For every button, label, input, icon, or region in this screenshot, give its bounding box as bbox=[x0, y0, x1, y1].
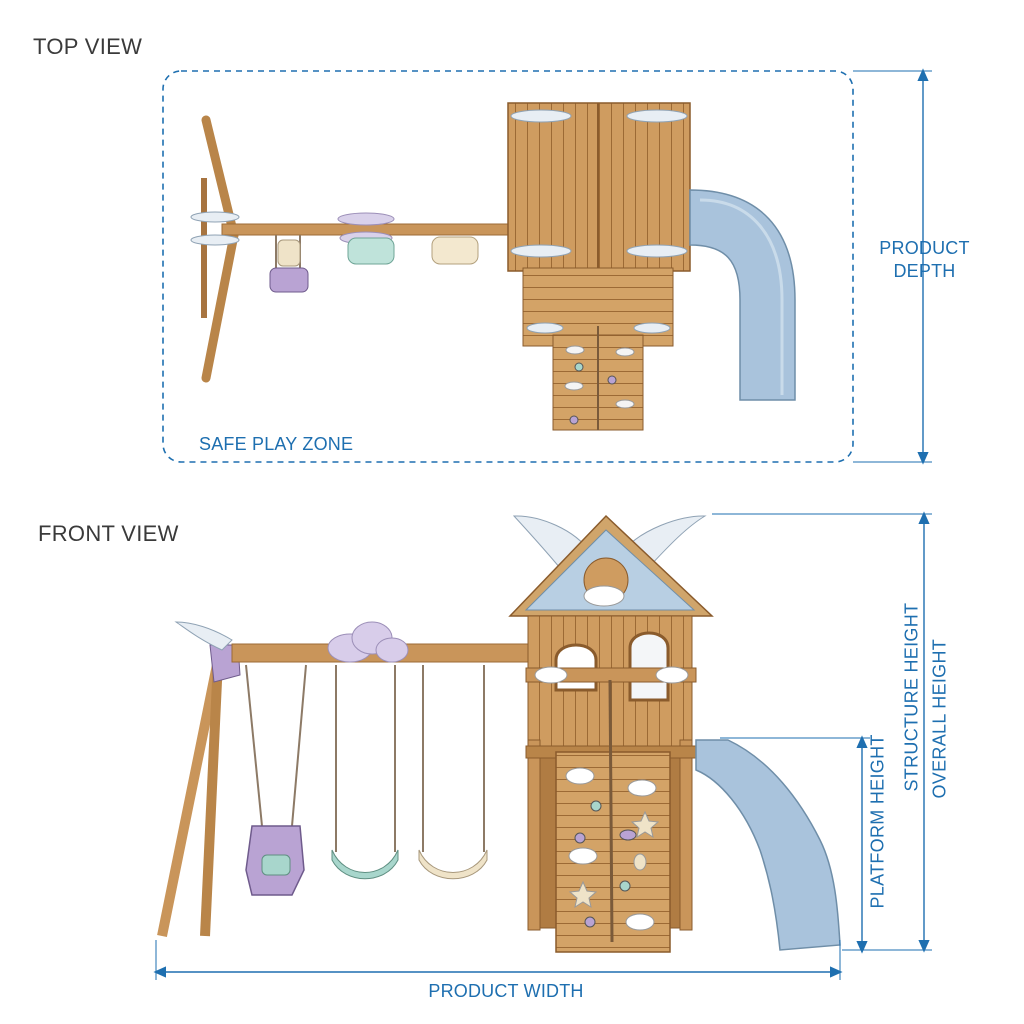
front-view-title: FRONT VIEW bbox=[38, 521, 179, 546]
front-belt-swing-cream bbox=[418, 665, 488, 880]
top-belt-swing-cream bbox=[431, 236, 479, 265]
front-beam-cloud bbox=[327, 621, 409, 663]
product-depth-dimension bbox=[853, 68, 932, 465]
product-width-label: PRODUCT WIDTH bbox=[428, 981, 584, 1001]
top-view-title: TOP VIEW bbox=[33, 34, 143, 59]
top-clubhouse-roof bbox=[507, 102, 691, 272]
top-belt-swing-mint bbox=[347, 237, 395, 265]
top-aframe bbox=[201, 115, 239, 383]
front-view-drawing bbox=[157, 514, 841, 953]
front-climbing-wall bbox=[555, 679, 671, 953]
overall-height-label: OVERALL HEIGHT bbox=[929, 638, 950, 799]
safe-play-zone-boundary bbox=[162, 70, 854, 463]
platform-height-dimension bbox=[720, 735, 870, 954]
front-belt-swing-mint bbox=[331, 665, 399, 880]
top-toddler-swing bbox=[269, 235, 309, 293]
platform-height-label: PLATFORM HEIGHT bbox=[867, 734, 888, 909]
product-width-dimension bbox=[153, 940, 843, 980]
top-climbing-wall bbox=[552, 326, 644, 431]
top-view-drawing bbox=[162, 70, 854, 463]
top-slide bbox=[689, 189, 796, 401]
front-slide bbox=[695, 739, 841, 951]
front-aframe-wing bbox=[174, 621, 233, 651]
product-depth-label-line2: DEPTH bbox=[893, 261, 956, 281]
product-depth-label-line1: PRODUCT bbox=[879, 238, 970, 258]
front-aframe bbox=[157, 644, 241, 937]
product-depth-label: PRODUCT DEPTH bbox=[862, 237, 987, 283]
front-toddler-swing bbox=[245, 664, 307, 896]
structure-height-label: STRUCTURE HEIGHT bbox=[901, 602, 922, 792]
overall-height-dimension bbox=[712, 511, 932, 953]
safe-play-zone-label: SAFE PLAY ZONE bbox=[199, 434, 354, 454]
